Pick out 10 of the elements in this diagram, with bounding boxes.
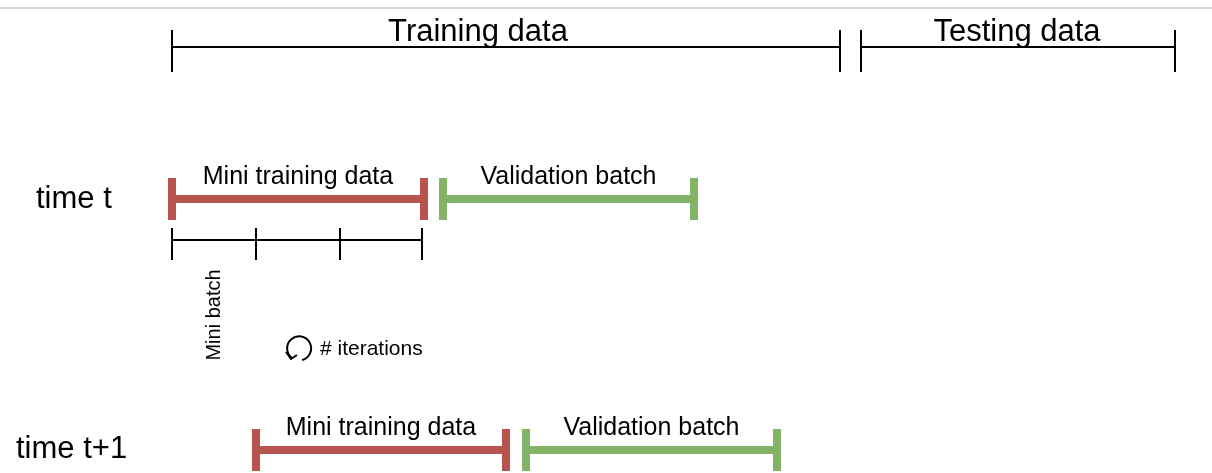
bar-label: Mini training data — [201, 161, 395, 189]
span-label: Training data — [388, 14, 568, 49]
axis-label: Mini batch — [202, 269, 224, 361]
row-label: time t+1 — [16, 431, 128, 466]
note-text: # iterations — [320, 336, 423, 360]
span-label: Testing data — [933, 14, 1101, 49]
bar-label: Validation batch — [562, 412, 741, 440]
row-label: time t — [36, 181, 112, 216]
bar-label: Validation batch — [479, 161, 658, 189]
bar-label: Mini training data — [284, 412, 478, 440]
